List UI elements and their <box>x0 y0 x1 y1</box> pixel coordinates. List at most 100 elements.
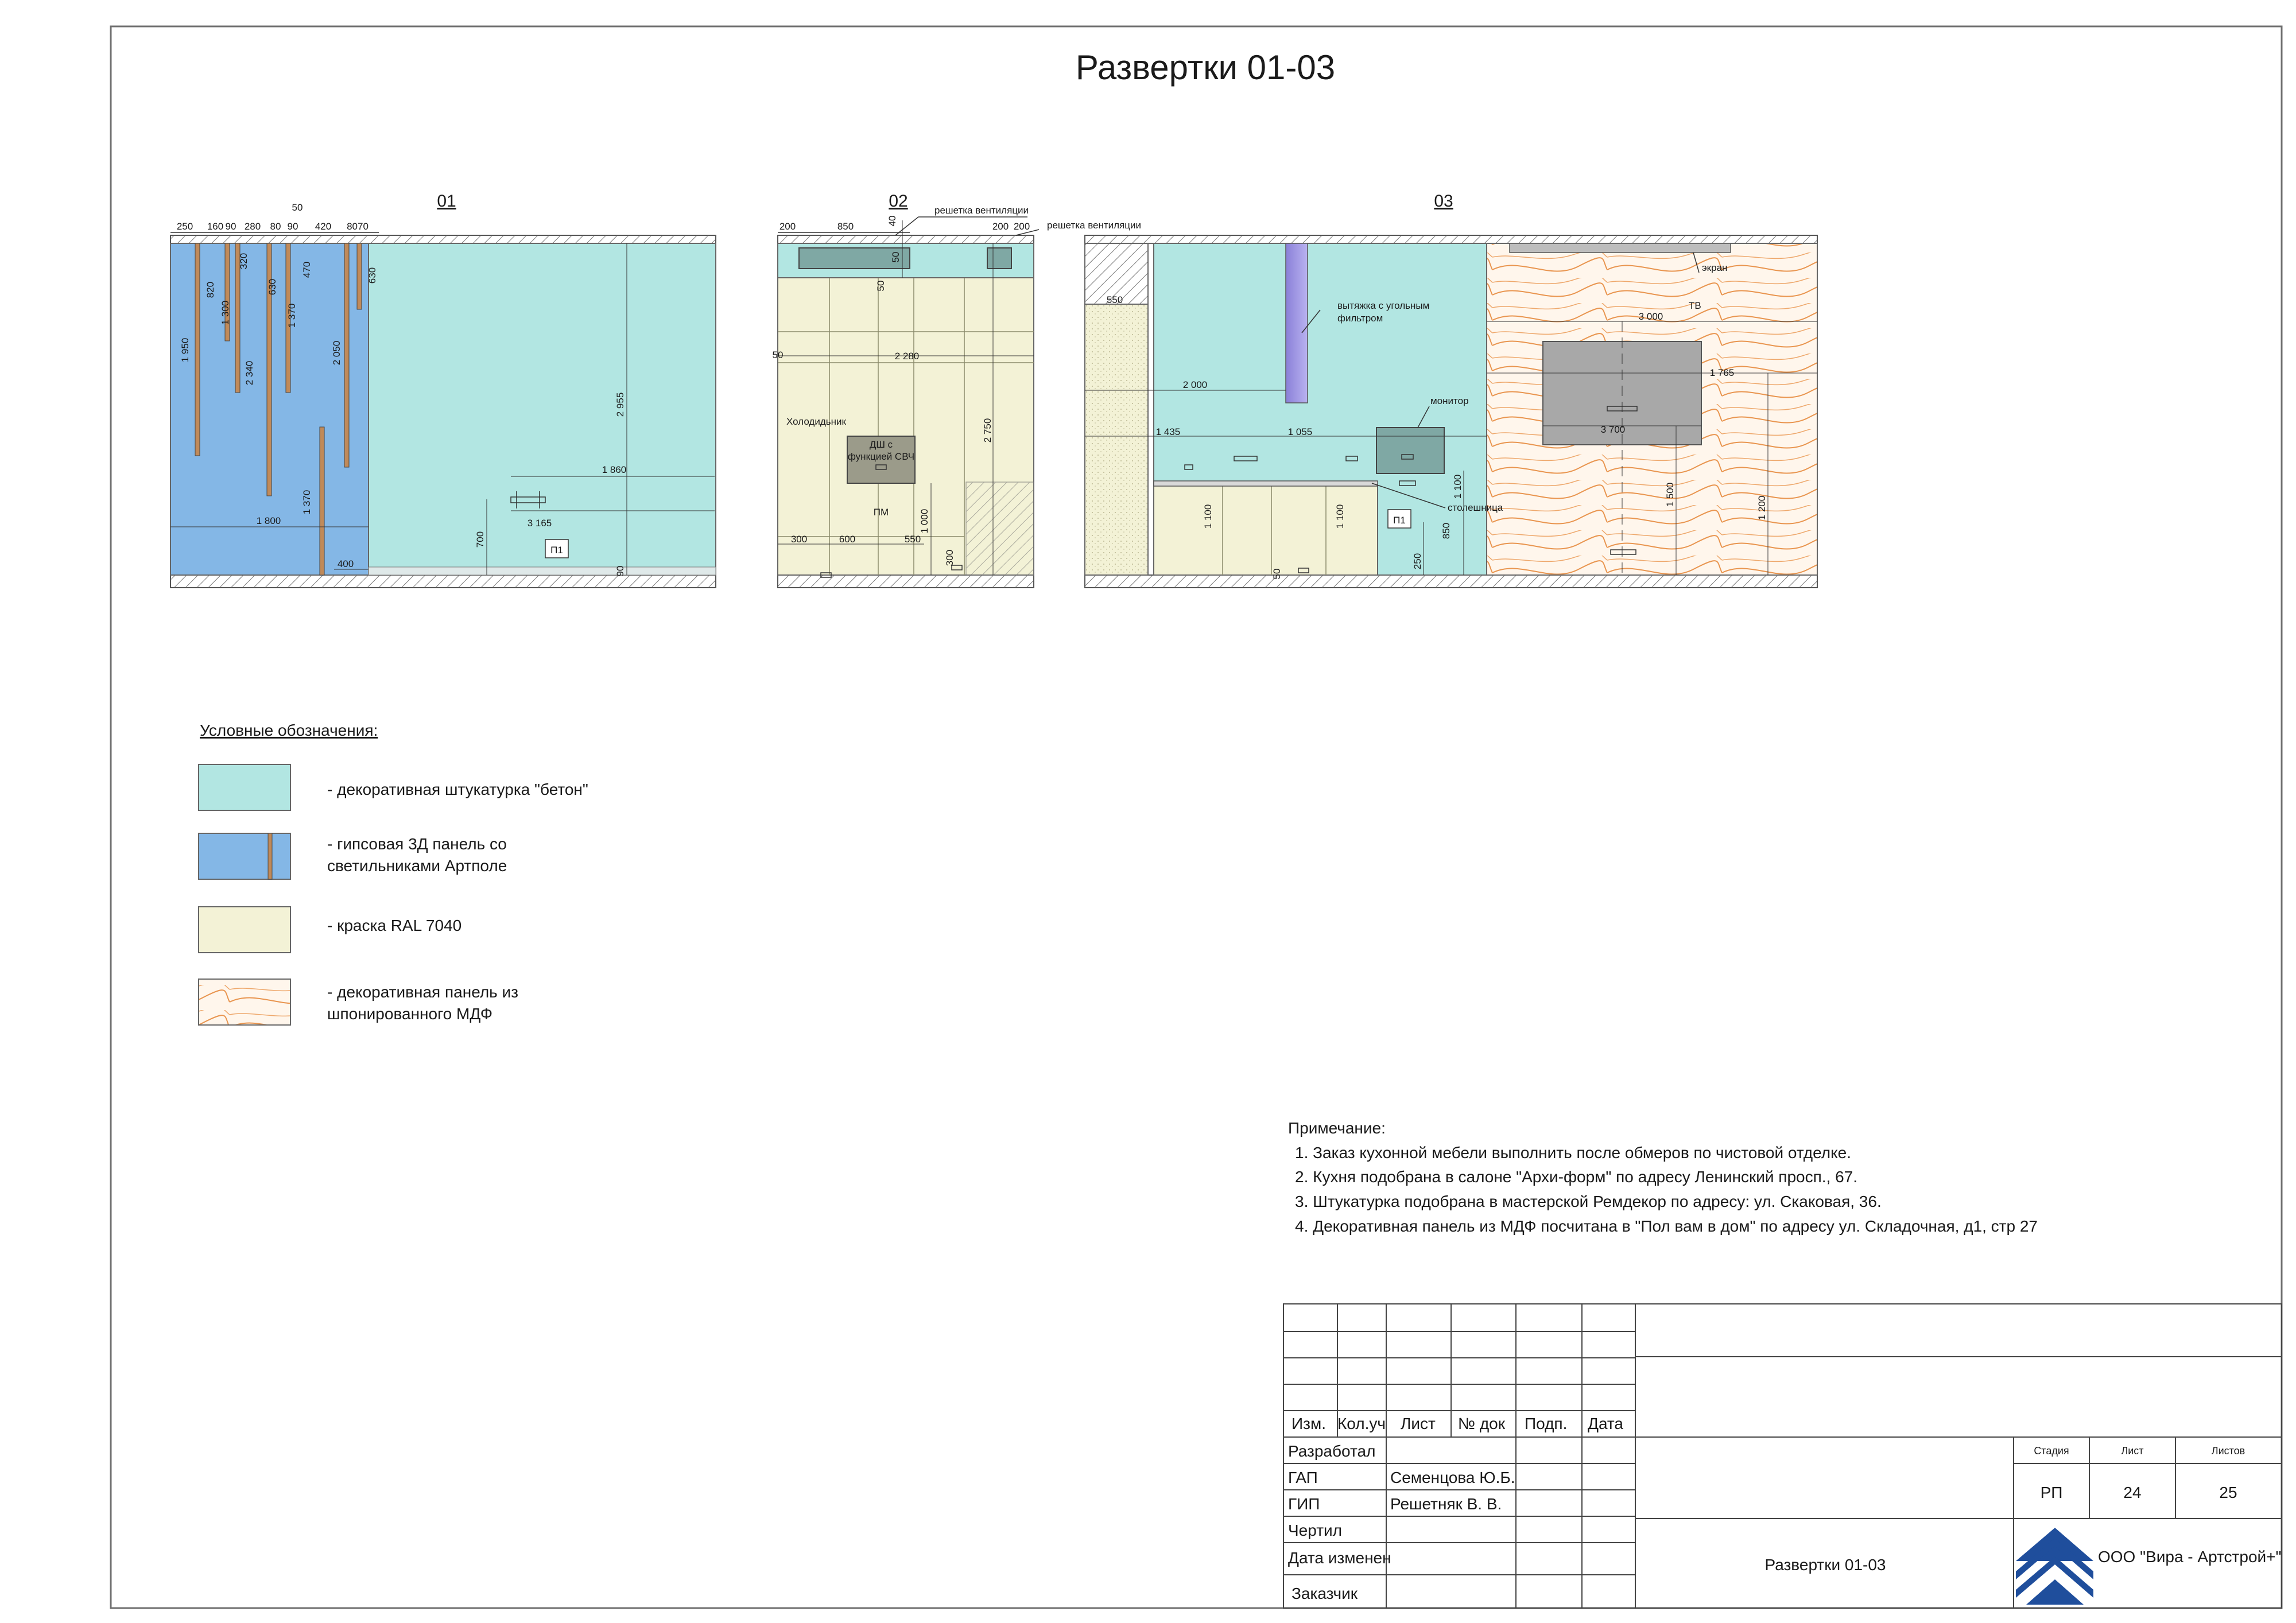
sheet-title: Развертки 01-03 <box>1076 48 1335 87</box>
legend-title: Условные обозначения: <box>200 721 378 739</box>
tb-role: Разработал <box>1288 1442 1375 1460</box>
elev01-dim-text: 1 800 <box>257 515 281 526</box>
elev03-countertop-label: столешница <box>1448 502 1503 513</box>
elev03-monitor <box>1376 427 1445 474</box>
elev03-tag-box <box>1387 509 1411 529</box>
elev03-dim-text: 1 500 <box>1665 483 1676 507</box>
elev03-ceiling-slab <box>1084 235 1818 244</box>
elev03-hood-label: фильтром <box>1337 313 1383 324</box>
elev03-hood-label: вытяжка с угольным <box>1337 300 1429 311</box>
elev01-light-strip <box>356 243 362 310</box>
elev01-tag: П1 <box>550 545 563 556</box>
elev01-dim-text: 50 <box>292 202 303 213</box>
elev01-dim-text: 1 370 <box>286 304 297 328</box>
elev03-countertop <box>1153 480 1378 487</box>
elev01-dim-text: 160 <box>207 221 223 232</box>
legend-item-label: - краска RAL 7040 <box>327 917 461 934</box>
elev03-dim-text: 50 <box>1271 569 1282 580</box>
elev01-tag-box <box>545 539 569 558</box>
tb-header: Кол.уч <box>1337 1415 1386 1432</box>
elev03-leader-line <box>1371 483 1446 508</box>
elev01-dim-text: 420 <box>315 221 331 232</box>
elev02-dim-text: 300 <box>791 534 807 545</box>
elev01-light-strip <box>344 243 350 468</box>
elev02-dim-text: 550 <box>905 534 921 545</box>
elev02-floor-slab <box>777 574 1034 588</box>
elev02-dim-text: 200 <box>779 221 796 232</box>
legend-item-label: - декоративная панель из <box>327 983 518 1001</box>
elev01-light-strip <box>224 243 230 341</box>
elev02-leader-line <box>1015 229 1040 236</box>
elev01-dim-text: 2 340 <box>244 361 255 386</box>
elev01-dim-text: 1 370 <box>301 490 312 515</box>
elev01-dim-text: 1 860 <box>602 464 627 475</box>
elev03-floor-slab <box>1084 574 1818 588</box>
elev01-dim-text: 630 <box>367 267 378 284</box>
legend-item-label: шпонированного МДФ <box>327 1005 492 1023</box>
socket-icon <box>1184 406 1638 573</box>
elev03-dim-text: 250 <box>1412 553 1423 569</box>
elev01-dim-text: 470 <box>301 262 312 278</box>
elev02-dim-text: 200 <box>1014 221 1030 232</box>
legend-item-label: - декоративная штукатурка "бетон" <box>327 781 588 798</box>
elev03-tag: П1 <box>1393 515 1406 526</box>
elev01-dim-text: 1 950 <box>180 338 191 363</box>
elev01-dim-text: 250 <box>177 221 193 232</box>
elev03-screen-label: экран <box>1702 262 1727 273</box>
elev02-dim-text: 850 <box>837 221 854 232</box>
elevation-03: вытяжка с угольным фильтром экран ТВ мон… <box>1084 235 1818 588</box>
elev02-dim-text: 300 <box>944 550 955 566</box>
elev01-dim-text: 280 <box>245 221 261 232</box>
elev01-dim-text: 630 <box>267 279 278 295</box>
elev01-light-strip <box>266 243 272 496</box>
elev02-dim-text: 50 <box>875 281 886 292</box>
elev03-leader-line <box>1693 252 1700 273</box>
tb-sheets-total: 25 <box>2219 1484 2237 1501</box>
elev02-dim-text: 1 000 <box>919 509 930 534</box>
elevation-label-01: 01 <box>437 192 456 211</box>
elev02-dishwasher-label: ПМ <box>874 507 889 518</box>
notes-title: Примечание: <box>1288 1119 1386 1137</box>
elev01-light-strip <box>235 243 241 393</box>
tb-drawing-name: Развертки 01-03 <box>1764 1556 1886 1574</box>
title-block-text: Изм. Кол.уч Лист № док Подп. Дата Разраб… <box>1288 1415 2281 1606</box>
elev03-screen <box>1509 243 1731 253</box>
elev01-baseboard <box>368 566 716 576</box>
elev01-dim-text: 820 <box>205 282 216 298</box>
elev02-dim-text: 2 750 <box>982 418 993 443</box>
legend-swatch-3d-panel <box>198 833 291 880</box>
elev02-oven-label: функцией СВЧ <box>848 451 914 462</box>
elev01-dim-text: 3 165 <box>528 518 552 529</box>
elev03-leader-line <box>1417 406 1430 428</box>
elev01-light-strip <box>319 426 325 576</box>
tb-role: ГАП <box>1288 1469 1318 1486</box>
elev02-dim-text: 40 <box>887 216 898 227</box>
legend-swatch-concrete <box>198 764 291 811</box>
socket-icon <box>820 464 963 578</box>
elevation-02: ДШ с функцией СВЧ Холодидьник ПМ решетка… <box>773 205 1141 588</box>
elev01-dim-text: 8070 <box>347 221 369 232</box>
elev02-vent-label: решетка вентиляции <box>1047 220 1141 231</box>
elev03-dim-text: 1 100 <box>1452 475 1463 499</box>
company-logo-icon <box>2016 1521 2093 1606</box>
legend-item-label: - гипсовая 3Д панель со <box>327 835 507 853</box>
elev01-light-strip <box>285 243 291 393</box>
elev03-hood <box>1285 243 1308 403</box>
elev01-dim-text: 90 <box>615 566 626 577</box>
tb-header: Дата <box>1588 1415 1623 1432</box>
tb-name: Семенцова Ю.Б. <box>1390 1469 1515 1486</box>
elev03-wall-cabinets <box>1153 484 1378 576</box>
elev01-floor-slab <box>170 574 716 588</box>
elev02-vent-grille <box>987 247 1012 269</box>
elev03-dim-text: 850 <box>1441 523 1452 539</box>
elev02-dim-text: 2 280 <box>895 351 920 362</box>
tb-role: Заказчик <box>1292 1585 1358 1602</box>
elev03-tv-label: ТВ <box>1689 300 1701 311</box>
notes: Примечание: 1. Заказ кухонной мебели вып… <box>1288 1119 2038 1235</box>
tb-role: Дата изменен <box>1288 1549 1391 1567</box>
tb-header: № док <box>1458 1415 1506 1432</box>
elev01-dim-text: 700 <box>475 531 486 548</box>
title-block <box>1283 1303 2282 1609</box>
tb-sheet-number: 24 <box>2123 1484 2141 1501</box>
elev02-dim-text: 600 <box>839 534 855 545</box>
